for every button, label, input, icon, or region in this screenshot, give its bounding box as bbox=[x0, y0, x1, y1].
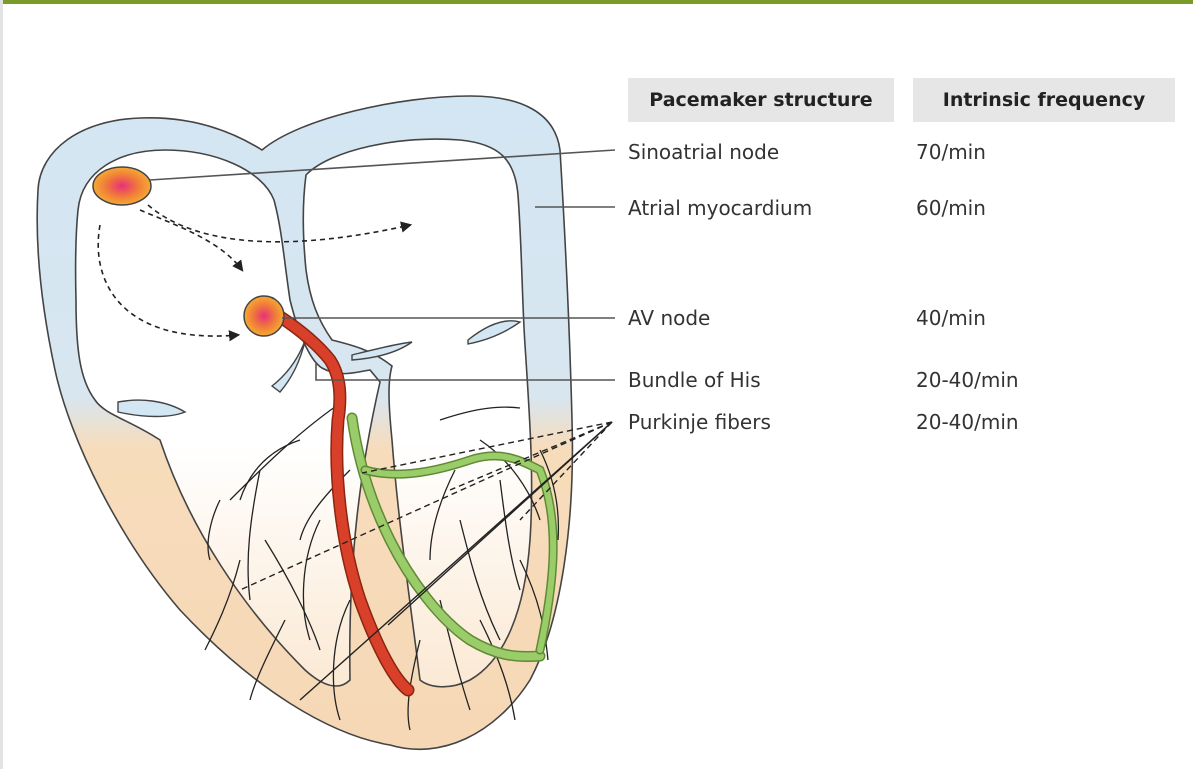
frequency-purkinje-fibers: 20-40/min bbox=[916, 410, 1019, 434]
label-av-node: AV node bbox=[628, 306, 710, 330]
label-atrial-myocardium: Atrial myocardium bbox=[628, 196, 812, 220]
frequency-bundle-of-his: 20-40/min bbox=[916, 368, 1019, 392]
label-bundle-of-his: Bundle of His bbox=[628, 368, 761, 392]
sinoatrial-node bbox=[93, 167, 151, 205]
av-node bbox=[244, 296, 284, 336]
header-pacemaker-structure: Pacemaker structure bbox=[628, 78, 894, 122]
label-purkinje-fibers: Purkinje fibers bbox=[628, 410, 771, 434]
frequency-atrial-myocardium: 60/min bbox=[916, 196, 986, 220]
header-intrinsic-frequency: Intrinsic frequency bbox=[913, 78, 1175, 122]
frequency-sinoatrial-node: 70/min bbox=[916, 140, 986, 164]
label-sinoatrial-node: Sinoatrial node bbox=[628, 140, 779, 164]
frequency-av-node: 40/min bbox=[916, 306, 986, 330]
